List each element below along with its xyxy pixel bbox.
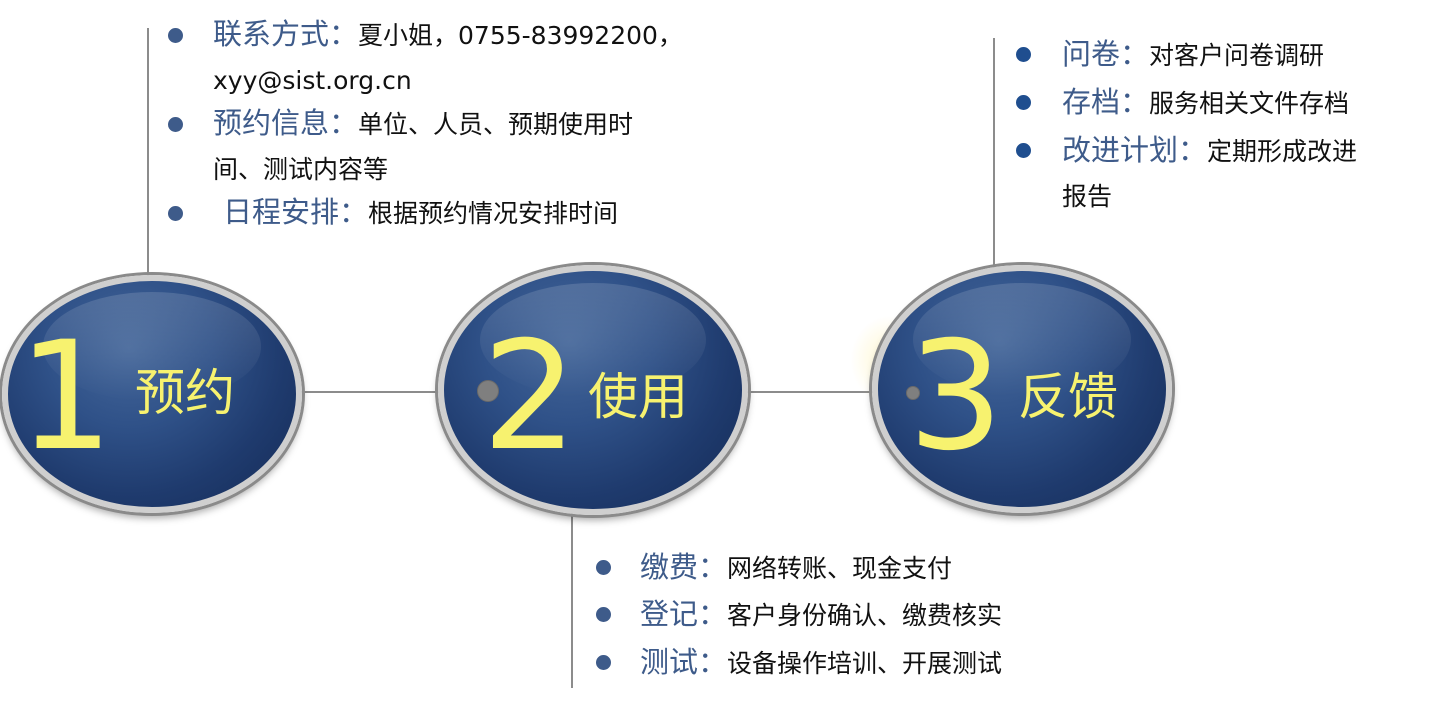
connector-line-1-2 xyxy=(300,391,488,393)
bullet-dot xyxy=(168,28,183,43)
step3-ellipse xyxy=(872,265,1172,513)
bullet-dot xyxy=(1016,47,1031,62)
step3-label: 反馈 xyxy=(1018,368,1118,426)
item-key: 问卷： xyxy=(1062,37,1150,71)
item-value: 定期形成改进 xyxy=(1207,137,1358,166)
item-value: 根据预约情况安排时间 xyxy=(368,199,619,228)
step2-item-test: 测试：设备操作培训、开展测试 xyxy=(640,648,1002,677)
item-value: 服务相关文件存档 xyxy=(1149,89,1350,118)
item-value: 单位、人员、预期使用时 xyxy=(358,110,634,139)
item-key: 联系方式： xyxy=(213,17,359,51)
item-key: 登记： xyxy=(640,597,728,631)
bullet-dot xyxy=(168,117,183,132)
step3-number: 3 xyxy=(908,310,1004,484)
bullet-dot xyxy=(596,560,611,575)
step2-ellipse xyxy=(438,265,748,515)
step1-item-contact: 联系方式：夏小姐，0755-83992200， xyxy=(213,20,683,49)
bullet-dot xyxy=(1016,95,1031,110)
step1-item-contact-cont: xyy@sist.org.cn xyxy=(213,66,412,95)
step2-item-payment: 缴费：网络转账、现金支付 xyxy=(640,553,952,582)
connector-dot-step2 xyxy=(477,380,499,402)
item-value: 客户身份确认、缴费核实 xyxy=(727,601,1003,630)
step1-ellipse xyxy=(2,275,302,513)
step2-number: 2 xyxy=(482,310,578,484)
item-value: 夏小姐，0755-83992200， xyxy=(358,21,683,50)
connector-line-step2 xyxy=(571,512,573,688)
connector-dot-step3 xyxy=(906,386,920,400)
item-key: 改进计划： xyxy=(1062,133,1208,167)
item-key: 测试： xyxy=(640,645,728,679)
item-key: 日程安排： xyxy=(223,195,369,229)
bullet-dot xyxy=(1016,143,1031,158)
connector-line-2-3 xyxy=(745,391,913,393)
bullet-dot xyxy=(168,206,183,221)
item-key: 存档： xyxy=(1062,85,1150,119)
step1-item-booking: 预约信息：单位、人员、预期使用时 xyxy=(213,109,633,138)
connector-line-step3 xyxy=(993,38,995,268)
item-value: 网络转账、现金支付 xyxy=(727,554,953,583)
item-key: 预约信息： xyxy=(213,106,359,140)
step3-item-archive: 存档：服务相关文件存档 xyxy=(1062,88,1349,117)
step1-item-schedule: 日程安排：根据预约情况安排时间 xyxy=(223,198,618,227)
item-value: 设备操作培训、开展测试 xyxy=(727,649,1003,678)
item-value: 对客户问卷调研 xyxy=(1149,41,1325,70)
step3-item-survey: 问卷：对客户问卷调研 xyxy=(1062,40,1324,69)
step1-number: 1 xyxy=(18,310,114,484)
step2-item-register: 登记：客户身份确认、缴费核实 xyxy=(640,600,1002,629)
step3-item-improvement-cont: 报告 xyxy=(1062,182,1113,211)
item-key: 缴费： xyxy=(640,550,728,584)
step1-item-booking-cont: 间、测试内容等 xyxy=(213,155,389,184)
bullet-dot xyxy=(596,655,611,670)
step3-item-improvement: 改进计划：定期形成改进 xyxy=(1062,136,1357,165)
step2-label: 使用 xyxy=(588,368,688,426)
bullet-dot xyxy=(596,607,611,622)
connector-line-step1 xyxy=(147,28,149,278)
step1-label: 预约 xyxy=(135,364,235,422)
